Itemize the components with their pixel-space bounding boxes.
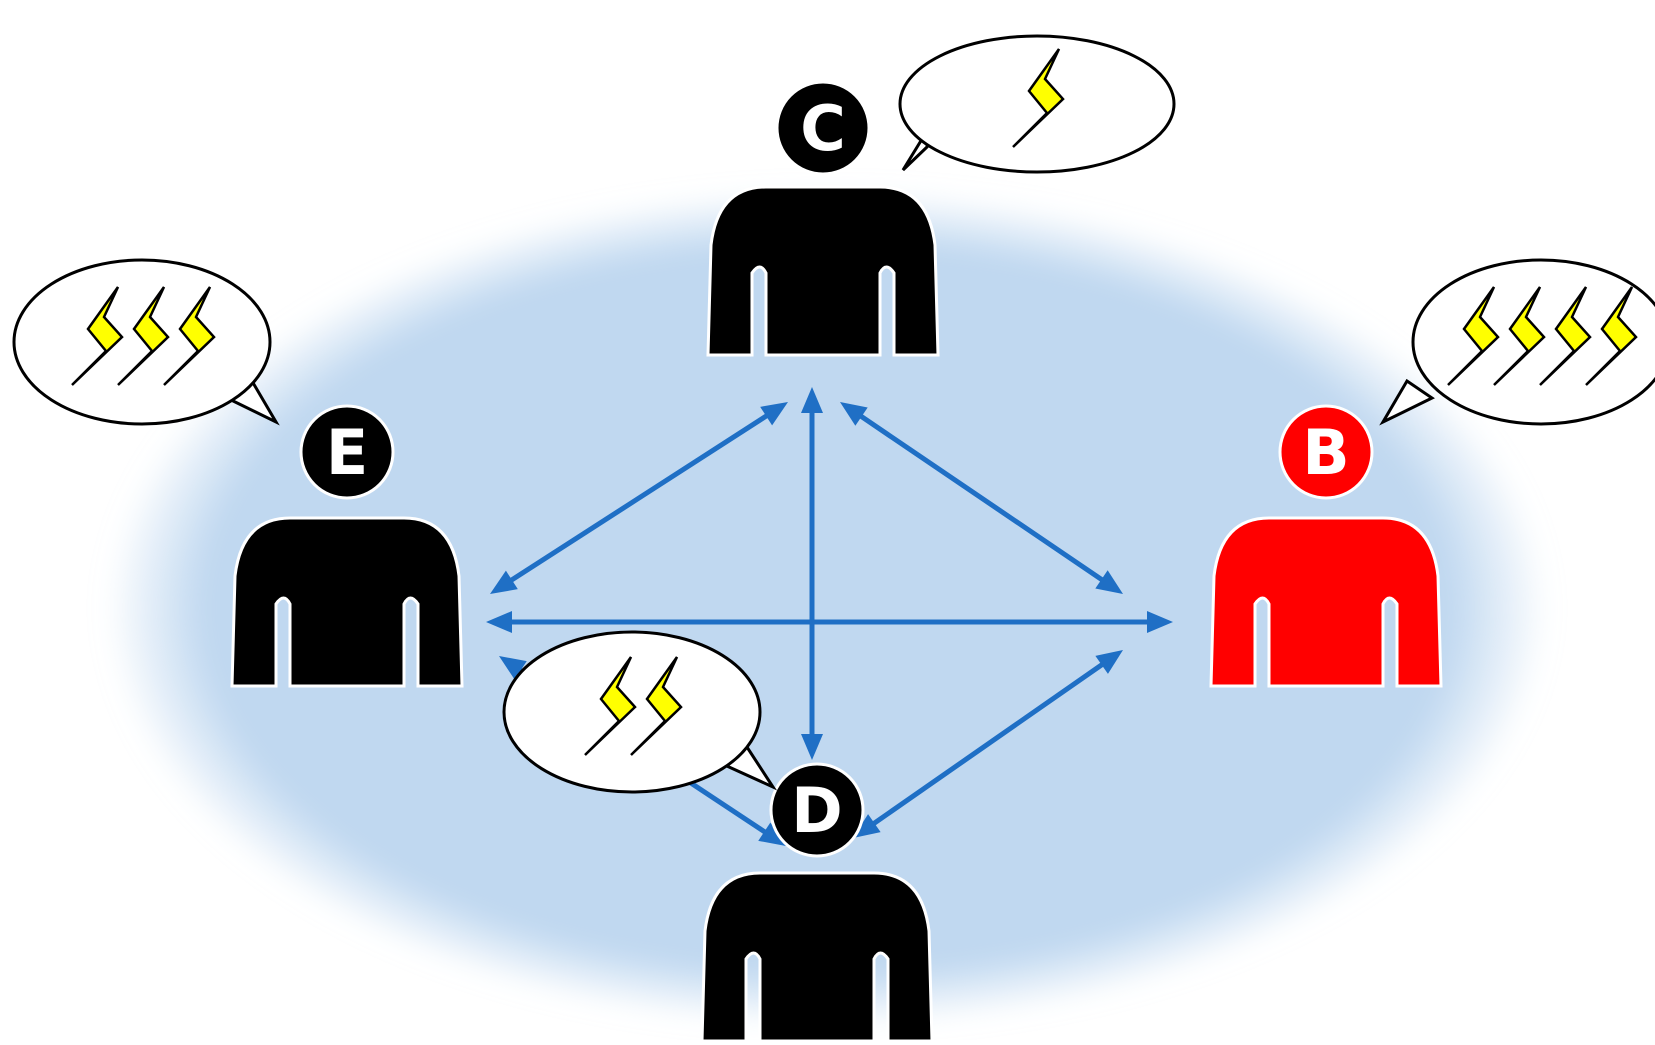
person-e-label: E — [326, 416, 368, 489]
speech-bubble-e-body — [12, 258, 272, 426]
connection-e-d-arrowhead-end — [758, 822, 786, 846]
connection-c-e-arrowhead-start — [760, 402, 788, 426]
person-c: C — [706, 80, 940, 357]
person-e-body — [230, 516, 464, 688]
connection-e-d-arrowhead-start — [499, 656, 527, 680]
connection-c-d-arrowhead-end — [801, 734, 823, 760]
person-d: D — [700, 762, 934, 1043]
connection-e-b-arrowhead-start — [486, 611, 512, 633]
people-layer: C E B D — [230, 80, 1443, 1043]
lightning-bolt-icon — [584, 656, 637, 756]
connection-b-d-line — [869, 660, 1107, 828]
speech-bubble-e — [12, 258, 280, 426]
speech-bubble-c-body — [898, 34, 1176, 174]
speech-bubble-b — [1379, 258, 1655, 426]
lightning-bolt-icon — [630, 656, 683, 756]
lightning-bolt-icon — [163, 286, 216, 386]
person-c-body — [706, 185, 940, 357]
person-e-head — [299, 404, 395, 500]
connection-c-b-line — [856, 412, 1107, 584]
person-b-body — [1209, 516, 1443, 688]
bubbles-layer — [12, 34, 1655, 794]
connection-b-d-arrowhead-end — [853, 814, 881, 838]
lightning-bolt-icon — [1539, 286, 1592, 386]
connection-c-d-arrowhead-start — [801, 387, 823, 413]
person-e: E — [230, 404, 464, 688]
connection-c-e-line — [507, 411, 771, 585]
person-b-label: B — [1302, 416, 1349, 489]
speech-bubble-d-body — [502, 630, 762, 794]
person-d-head — [769, 762, 865, 858]
lightning-bolt-icon — [1585, 286, 1638, 386]
lightning-bolt-icon — [117, 286, 170, 386]
person-c-label: C — [800, 92, 846, 165]
speech-bubble-b-tail — [1379, 378, 1435, 426]
person-d-body — [700, 871, 934, 1043]
group-ellipse — [105, 188, 1549, 1028]
person-d-label: D — [791, 774, 842, 847]
person-c-head — [775, 80, 871, 176]
speech-bubble-c — [898, 34, 1176, 174]
person-b-head — [1278, 404, 1374, 500]
lightning-bolt-icon — [1493, 286, 1546, 386]
person-b: B — [1209, 404, 1443, 688]
lightning-bolt-icon — [71, 286, 124, 386]
lightning-bolt-icon — [1012, 48, 1065, 148]
connection-c-e-arrowhead-end — [490, 570, 518, 594]
connection-c-b-arrowhead-end — [1095, 570, 1123, 594]
connection-b-d-arrowhead-start — [1095, 650, 1123, 674]
connection-c-b-arrowhead-start — [840, 402, 868, 426]
speech-bubble-d — [502, 630, 778, 794]
lightning-bolt-icon — [1447, 286, 1500, 386]
connection-e-b-arrowhead-end — [1147, 611, 1173, 633]
